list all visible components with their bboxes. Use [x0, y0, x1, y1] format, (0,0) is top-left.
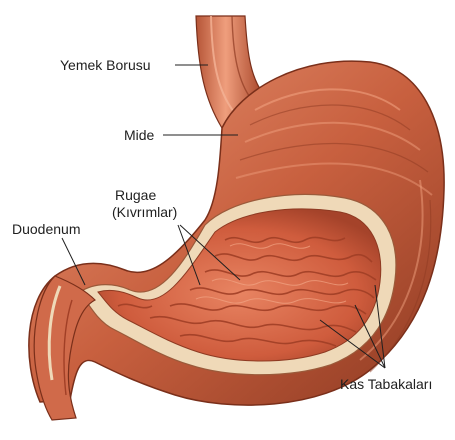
label-stomach: Mide: [124, 127, 154, 143]
label-muscle-layers: Kas Tabakaları: [340, 376, 432, 392]
label-esophagus: Yemek Borusu: [60, 57, 151, 73]
label-rugae-subtitle: (Kıvrımlar): [112, 204, 177, 220]
label-rugae: Rugae: [115, 187, 156, 203]
label-duodenum: Duodenum: [12, 221, 81, 237]
